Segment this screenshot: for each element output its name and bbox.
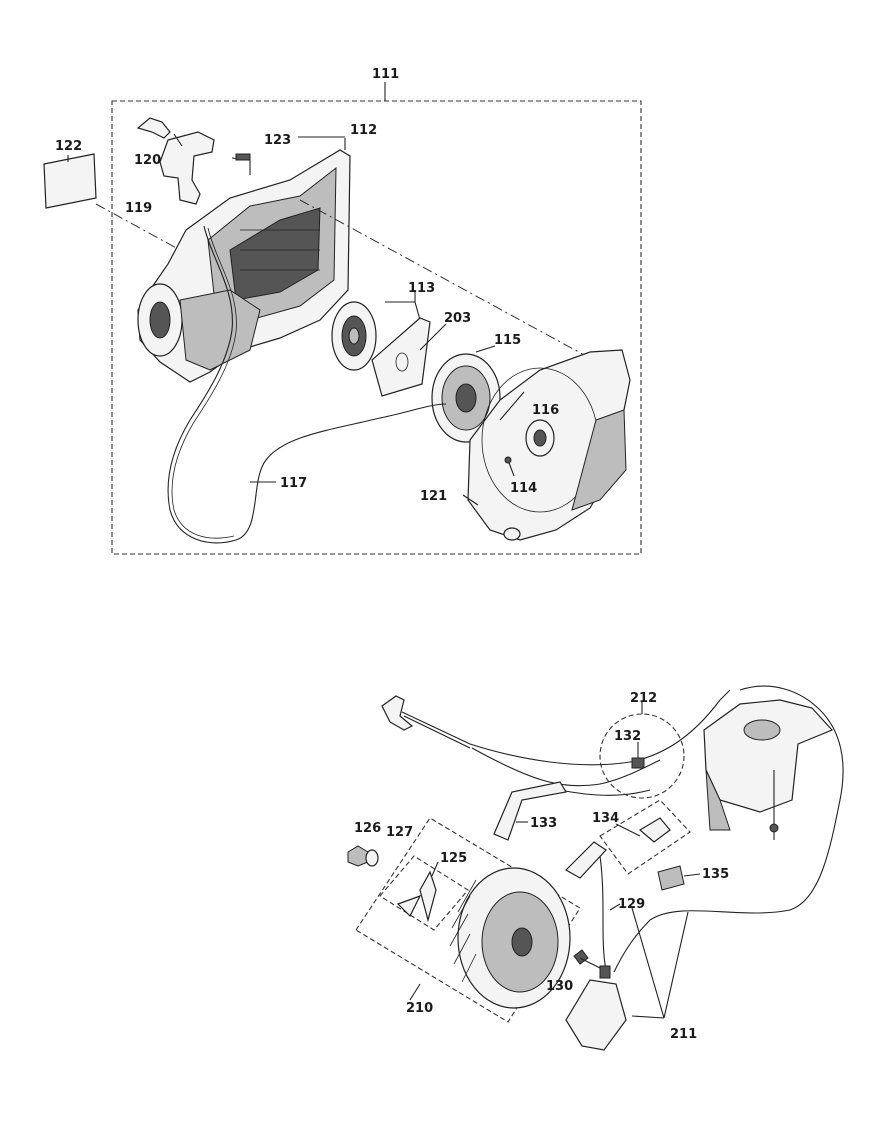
label-134: 134 xyxy=(592,811,619,826)
starter-handle xyxy=(136,117,215,205)
handle-129 xyxy=(565,841,621,971)
screw-114 xyxy=(504,456,515,477)
pulley-115 xyxy=(431,345,501,443)
cable-117 xyxy=(167,225,447,544)
label-211: 211 xyxy=(670,1027,697,1042)
label-132: 132 xyxy=(614,729,641,744)
label-126: 126 xyxy=(354,821,381,836)
label-123: 123 xyxy=(264,133,291,148)
starter-assembly-group: 111 112 123 120 119 122 113 203 115 116 … xyxy=(43,67,642,555)
label-113: 113 xyxy=(408,281,435,296)
label-129: 129 xyxy=(618,897,645,912)
plate-203 xyxy=(371,317,447,397)
engine-cover xyxy=(703,699,834,840)
spring-135 xyxy=(657,865,701,891)
ignition-module-211 xyxy=(565,907,689,1051)
label-122: 122 xyxy=(55,139,82,154)
label-117: 117 xyxy=(280,476,307,491)
lever-133 xyxy=(493,781,567,841)
label-133: 133 xyxy=(530,816,557,831)
label-210: 210 xyxy=(406,1001,433,1016)
label-120: 120 xyxy=(134,153,161,168)
group-box-134 xyxy=(599,799,691,875)
label-121: 121 xyxy=(420,489,447,504)
decal-122 xyxy=(43,153,181,251)
label-127: 127 xyxy=(386,825,413,840)
nut-126 xyxy=(347,845,369,867)
washer-127 xyxy=(365,849,379,867)
label-135: 135 xyxy=(702,867,729,882)
fan-125 xyxy=(379,855,469,931)
rotor-113 xyxy=(331,290,421,371)
label-111: 111 xyxy=(372,67,399,82)
group-circle-212 xyxy=(599,713,685,799)
stop-lever xyxy=(381,695,471,749)
starter-housing xyxy=(137,136,351,383)
ignition-assembly-group: 212 132 133 134 135 126 127 125 129 130 … xyxy=(347,685,844,1051)
label-115: 115 xyxy=(494,333,521,348)
group-box-111 xyxy=(111,100,642,555)
label-112: 112 xyxy=(350,123,377,138)
connector-132 xyxy=(631,742,645,769)
label-130: 130 xyxy=(546,979,573,994)
label-119: 119 xyxy=(125,201,152,216)
label-203: 203 xyxy=(444,311,471,326)
label-114: 114 xyxy=(510,481,537,496)
label-212: 212 xyxy=(630,691,657,706)
label-125: 125 xyxy=(440,851,467,866)
label-116: 116 xyxy=(532,403,559,418)
cover-121 xyxy=(462,349,631,541)
flywheel-group xyxy=(355,817,581,1023)
